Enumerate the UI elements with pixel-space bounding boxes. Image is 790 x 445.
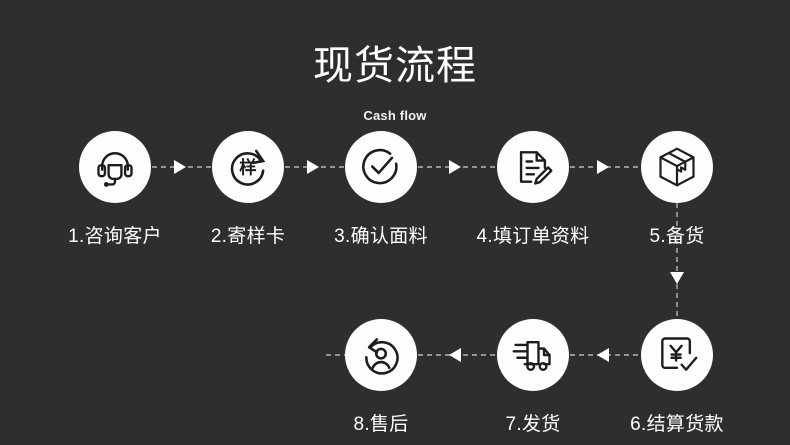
flow-node-1[interactable]	[79, 131, 151, 203]
flow-node-5-disc	[641, 131, 713, 203]
flow-node-3-disc	[345, 131, 417, 203]
flow-node-2-disc: 样	[212, 131, 284, 203]
page-subtitle: Cash flow	[363, 108, 427, 123]
page-title: 现货流程	[313, 44, 477, 88]
flow-node-4-disc	[497, 131, 569, 203]
flow-node-6-disc	[641, 319, 713, 391]
arrow-4-to-5-icon	[597, 160, 609, 174]
flow-node-3-label: 3.确认面料	[334, 226, 428, 247]
flow-node-2-label: 2.寄样卡	[210, 226, 286, 247]
sample-card-refresh-icon: 样	[230, 149, 266, 186]
arrow-2-to-3-icon	[307, 160, 319, 174]
svg-text:样: 样	[239, 157, 256, 177]
flow-node-5[interactable]	[641, 131, 713, 203]
flow-node-1-label: 1.咨询客户	[68, 226, 162, 247]
flow-node-2[interactable]: 样	[212, 131, 284, 203]
arrow-3-to-4-icon	[449, 160, 461, 174]
arrow-6-to-7-icon	[597, 348, 609, 362]
flow-node-1-disc	[79, 131, 151, 203]
flow-node-3[interactable]	[345, 131, 417, 203]
flow-node-4[interactable]	[497, 131, 569, 203]
arrow-5-to-6-icon	[670, 272, 684, 284]
flow-node-5-label: 5.备货	[649, 226, 705, 247]
arrow-1-to-2-icon	[174, 160, 186, 174]
flow-node-6-label: 6.结算货款	[630, 414, 724, 435]
flow-node-6[interactable]	[641, 319, 713, 391]
headset-icon	[97, 152, 133, 187]
arrow-7-to-8-icon	[449, 348, 461, 362]
flow-node-7-disc	[497, 319, 569, 391]
check-circle-icon	[362, 148, 398, 185]
yuan-invoice-check-icon	[661, 337, 698, 371]
flow-node-8[interactable]	[345, 319, 417, 391]
flow-node-8-disc	[345, 319, 417, 391]
after-sales-user-refresh-icon	[365, 338, 399, 375]
package-box-icon	[659, 147, 695, 187]
flow-node-8-label: 8.售后	[353, 414, 409, 435]
document-pencil-icon	[519, 151, 553, 185]
flow-node-7[interactable]	[497, 319, 569, 391]
flow-node-7-label: 7.发货	[505, 414, 561, 435]
flow-node-4-label: 4.填订单资料	[476, 226, 590, 247]
delivery-truck-icon	[512, 340, 551, 371]
